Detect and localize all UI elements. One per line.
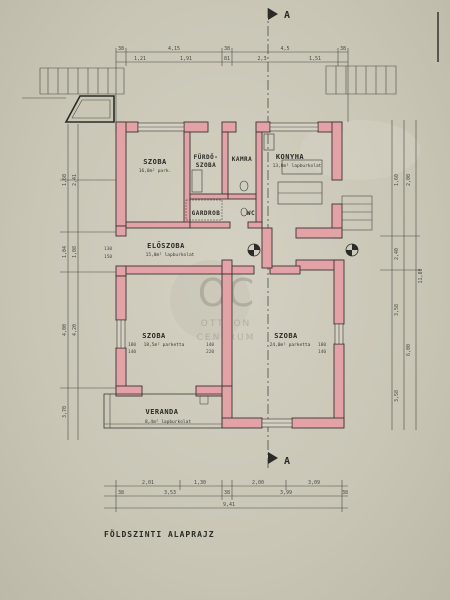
dim-right-5: 6,00 [406,344,412,356]
dim-bottom-8: 3,99 [280,490,292,496]
dim-top-5: 38 [340,46,346,52]
room-szoba-nw-area: 16,0m² park. [139,168,172,174]
dim-right-2: 2,00 [406,174,412,186]
paper-stain [300,120,420,180]
entry-stairs [341,195,373,231]
section-label-bottom: A [284,456,291,467]
dim-bottom-1: 2,01 [142,480,154,486]
section-arrow-top [268,8,278,20]
dim-right-7: 11,80 [418,268,424,283]
dim-right-4: 3,58 [394,304,400,316]
dim-left-4: 1,08 [72,246,78,258]
room-szoba-nw: SZOBA [143,158,167,166]
dim-top-1: 38 [118,46,124,52]
kitchen-fixtures [263,133,323,205]
section-arrow-bottom [268,452,278,464]
room-veranda-area: 8,4m² lapburkolat [145,419,191,425]
room-szoba-se: SZOBA [274,332,298,340]
terrace-right [22,65,397,99]
dim-top-3: 38 [224,46,230,52]
veranda-outline [103,393,223,429]
dim-top-10: 1,51 [309,56,321,62]
section-label-top: A [284,10,291,21]
dim-top-8: 81 [224,56,230,62]
room-gardrob: GARDROB [192,210,221,217]
room-eloszoba: ELŐSZOBA [147,241,185,250]
top-dimension-chain: 38 4,15 38 4,5 38 1,21 1,91 81 2,3 1,51 [115,46,349,122]
dim-opening-8: 140 [318,349,326,355]
dim-top-6: 1,21 [134,56,146,62]
dim-top-7: 1,91 [180,56,192,62]
room-szoba-se-area: 24,0m² parketta [270,342,311,348]
room-konyha: KONYHA [276,153,305,161]
room-eloszoba-area: 15,0m² lapburkolat [146,252,195,258]
dim-opening-6: 220 [206,349,214,355]
room-kamra: KAMRA [232,156,253,163]
dim-bottom-4: 3,09 [308,480,320,486]
dim-opening-3: 180 [128,342,136,348]
dim-bottom-3: 2,00 [252,480,264,486]
dim-top-2: 4,15 [168,46,180,52]
dim-opening-7: 180 [318,342,326,348]
dim-left-2: 2,41 [72,174,78,186]
dim-left-5: 4,00 [62,324,68,336]
bottom-dimension-chain: 2,01 1,30 2,00 3,09 38 3,53 38 3,99 38 9… [104,480,348,512]
room-konyha-area: 13,0m² lapburkolat [273,163,322,169]
room-wc: WC [247,210,255,217]
room-labels: SZOBA 16,0m² park. FÜRDŐ- SZOBA KAMRA KO… [139,153,322,425]
room-veranda: VERANDA [145,408,178,416]
terrace-left [39,67,125,123]
dim-right-3: 2,40 [394,248,400,260]
dim-left-7: 3,70 [62,406,68,418]
dim-opening-5: 140 [206,342,214,348]
dim-right-1: 1,60 [394,174,400,186]
walls [115,121,345,429]
dim-opening-2: 150 [104,254,112,260]
dim-bottom-6: 3,53 [164,490,176,496]
dim-bottom-7: 38 [224,490,230,496]
room-szoba-sw: SZOBA [142,332,166,340]
dim-bottom-5: 38 [118,490,124,496]
dim-left-6: 4,20 [72,324,78,336]
bathroom-fixtures [185,169,249,221]
dim-bottom-9: 38 [342,490,348,496]
left-dimension-chain: 1,60 2,41 1,04 1,08 4,00 4,20 3,70 [60,124,116,440]
dim-opening-1: 130 [104,246,112,252]
room-szoba-sw-area: 18,5m² parketta [144,342,185,348]
dim-top-4: 4,5 [280,46,289,52]
heating-symbols [247,243,359,257]
dim-bottom-total: 9,41 [223,502,235,508]
right-dimension-chain: 1,60 2,00 2,40 3,58 6,00 3,58 11,80 [380,120,424,430]
opening-dimensions: 130 150 180 140 140 220 180 140 [104,246,326,355]
dim-top-9: 2,3 [257,56,266,62]
dim-left-3: 1,04 [62,246,68,258]
dim-opening-4: 140 [128,349,136,355]
room-furdo-2: SZOBA [196,162,217,169]
drawing-title: FÖLDSZINTI ALAPRAJZ [104,529,215,539]
dim-right-6: 3,58 [394,390,400,402]
dim-left-1: 1,60 [62,174,68,186]
room-furdo: FÜRDŐ- [194,154,219,161]
windows [116,122,344,428]
dim-bottom-2: 1,30 [194,480,206,486]
